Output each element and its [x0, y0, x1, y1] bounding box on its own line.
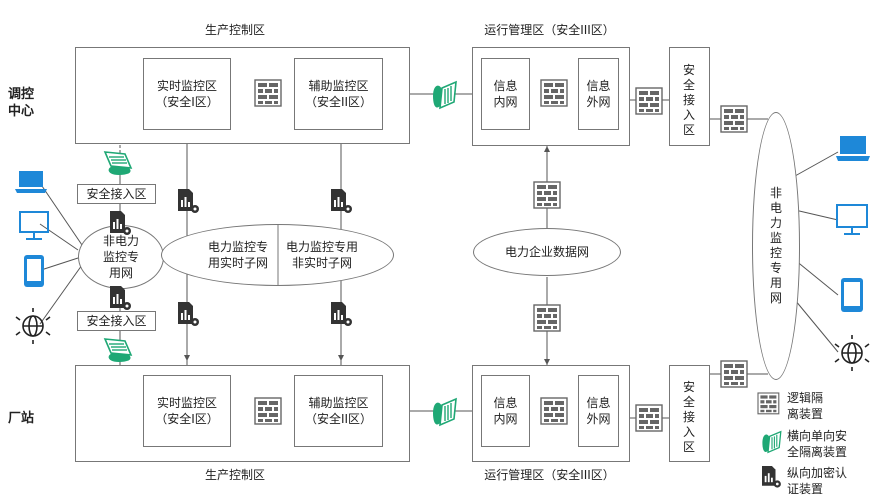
left-secure-access-top-label: 安全接入区 — [86, 187, 147, 201]
firewall-icon — [720, 360, 748, 388]
encryption-device-icon — [331, 302, 352, 326]
bottom-realtime-zone — [143, 375, 231, 447]
top-info-external-label: 信息 外网 — [586, 79, 611, 109]
laptop-icon — [836, 136, 870, 161]
legend-encryption-label: 纵向加密认 证装置 — [787, 466, 848, 496]
one-way-isolator-icon — [104, 151, 132, 176]
non-power-network-right-label: 非电力监控专用网 — [769, 186, 782, 305]
top-realtime-zone-label: 实时监控区 （安全I区） — [155, 79, 219, 109]
realtime-subnet-label: 电力监控专 用实时子网 — [207, 240, 268, 270]
top-info-external — [578, 58, 619, 130]
encryption-device-icon — [178, 189, 199, 213]
plant-label: 厂站 — [8, 411, 35, 426]
firewall-icon — [540, 397, 568, 425]
bottom-realtime-zone-label: 实时监控区 （安全I区） — [155, 396, 219, 426]
firewall-icon — [635, 87, 663, 115]
non-power-network-right — [752, 112, 800, 380]
firewall-icon — [254, 397, 282, 425]
legend-isolator-icon — [761, 430, 782, 454]
laptop-icon — [15, 171, 47, 193]
enterprise-data-network-label: 电力企业数据网 — [504, 245, 589, 259]
firewall-icon — [540, 79, 568, 107]
top-secure-access-label: 安全接入区 — [682, 63, 695, 137]
bottom-ops-zone-title: 运行管理区（安全III区） — [484, 468, 615, 482]
legend-firewall-label: 逻辑隔 离装置 — [787, 391, 824, 421]
top-secure-access-zone — [669, 47, 710, 146]
desktop-icon — [836, 204, 868, 235]
phone-icon — [841, 278, 863, 312]
firewall-icon — [533, 304, 561, 332]
desktop-icon — [19, 211, 49, 240]
phone-icon — [24, 255, 44, 287]
one-way-isolator-icon — [432, 398, 457, 426]
bottom-info-internal — [481, 375, 530, 447]
network-globe-icon — [834, 335, 870, 371]
non-power-network-left-label: 非电力 监控专 用网 — [102, 234, 139, 280]
left-secure-access-bottom — [77, 311, 156, 331]
top-production-zone-title: 生产控制区 — [204, 23, 265, 37]
network-globe-icon — [15, 308, 51, 344]
firewall-icon — [720, 105, 748, 133]
encryption-device-icon — [110, 211, 131, 235]
top-info-internal-label: 信息 内网 — [493, 79, 518, 109]
top-realtime-zone — [143, 58, 231, 130]
top-aux-zone — [294, 58, 383, 130]
legend-encryption-icon — [762, 466, 781, 488]
one-way-isolator-icon — [432, 81, 457, 109]
left-secure-access-bottom-label: 安全接入区 — [86, 314, 147, 328]
encryption-device-icon — [110, 286, 131, 310]
bottom-production-zone-title: 生产控制区 — [204, 468, 265, 482]
top-aux-zone-label: 辅助监控区 （安全II区） — [304, 79, 373, 109]
bottom-info-internal-label: 信息 内网 — [493, 396, 518, 426]
bottom-aux-zone-label: 辅助监控区 （安全II区） — [304, 396, 373, 426]
one-way-isolator-icon — [104, 338, 132, 363]
bottom-info-external-label: 信息 外网 — [586, 396, 611, 426]
top-ops-zone-title: 运行管理区（安全III区） — [484, 23, 615, 37]
firewall-icon — [635, 404, 663, 432]
non-realtime-subnet-label: 电力监控专用 非实时子网 — [285, 240, 358, 270]
dispatch-center-label: 调控 中心 — [8, 87, 35, 119]
firewall-icon — [254, 79, 282, 107]
bottom-secure-access-zone — [669, 365, 710, 462]
top-info-internal — [481, 58, 530, 130]
enterprise-data-network — [473, 228, 621, 276]
left-secure-access-top — [77, 184, 156, 204]
bottom-secure-access-label: 安全接入区 — [682, 380, 695, 454]
encryption-device-icon — [331, 189, 352, 213]
legend-isolator-label: 横向单向安 全隔离装置 — [787, 429, 848, 459]
bottom-info-external — [578, 375, 619, 447]
firewall-icon — [533, 181, 561, 209]
legend-firewall-icon — [757, 392, 780, 415]
bottom-aux-zone — [294, 375, 383, 447]
encryption-device-icon — [178, 302, 199, 326]
